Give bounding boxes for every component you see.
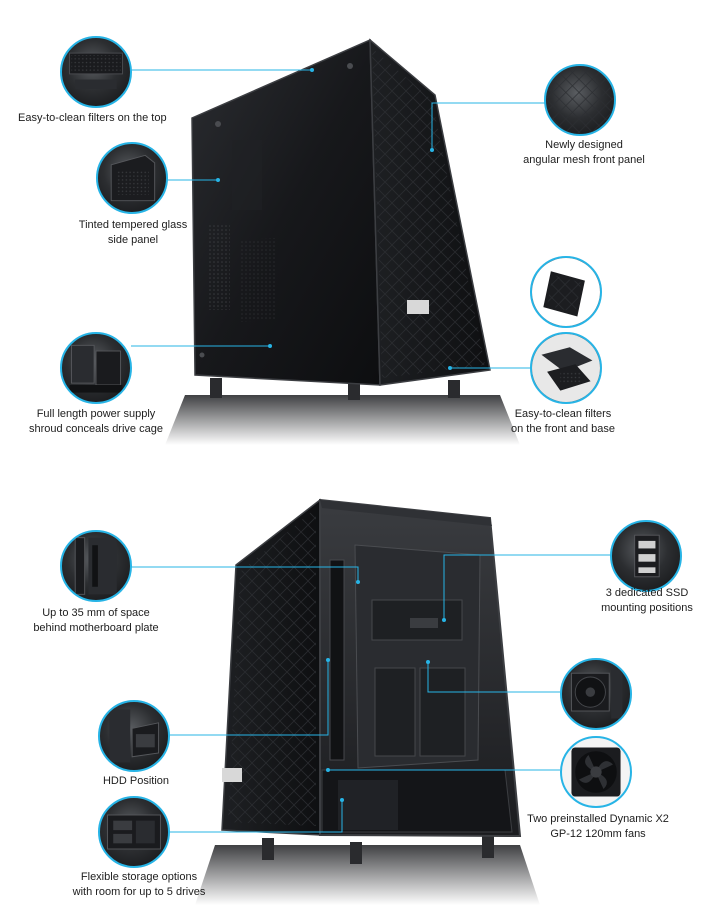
case-interior-view (195, 498, 540, 905)
ssd-mount-detail-thumbnail (610, 520, 682, 592)
caption-fans: Two preinstalled Dynamic X2 GP-12 120mm … (516, 812, 680, 842)
caption-front-base-filters: Easy-to-clean filters on the front and b… (500, 407, 626, 437)
caption-front-panel-line1: Newly designed (545, 139, 623, 151)
caption-ssd-positions-line1: 3 dedicated SSD (605, 587, 689, 599)
caption-cable-space-line2: behind motherboard plate (33, 622, 159, 634)
caption-glass-panel-line2: side panel (107, 234, 159, 246)
caption-storage-options-line1: Flexible storage options (80, 871, 198, 883)
caption-front-panel-line2: angular mesh front panel (523, 154, 645, 166)
caption-front-base-filters-line1: Easy-to-clean filters (514, 408, 612, 420)
fan-icon (560, 736, 632, 808)
caption-psu-shroud-line2: shroud conceals drive cage (29, 423, 163, 435)
caption-ssd-positions: 3 dedicated SSD mounting positions (592, 586, 702, 616)
caption-hdd-position-text: HDD Position (102, 775, 170, 787)
caption-top-filters-text: Easy-to-clean filters on the top (18, 112, 167, 124)
caption-cable-space: Up to 35 mm of space behind motherboard … (28, 606, 164, 636)
hdd-position-detail-thumbnail (98, 700, 170, 772)
psu-shroud-detail-thumbnail (60, 332, 132, 404)
caption-storage-options: Flexible storage options with room for u… (66, 870, 212, 900)
top-filter-detail-thumbnail (60, 36, 132, 108)
top-fan-detail-thumbnail (560, 658, 632, 730)
storage-options-detail-thumbnail (98, 796, 170, 868)
caption-hdd-position: HDD Position (98, 774, 174, 789)
caption-top-filters: Easy-to-clean filters on the top (18, 111, 167, 126)
front-filter-detail-thumbnail (530, 256, 602, 328)
cable-space-detail-thumbnail (60, 530, 132, 602)
leader-lines (130, 68, 612, 833)
caption-front-base-filters-line2: on the front and base (511, 423, 615, 435)
case-top-view (165, 38, 520, 445)
caption-fans-line2: GP-12 120mm fans (550, 828, 646, 840)
caption-storage-options-line2: with room for up to 5 drives (72, 886, 206, 898)
glass-panel-detail-thumbnail (96, 142, 168, 214)
caption-ssd-positions-line2: mounting positions (601, 602, 693, 614)
caption-front-panel: Newly designed angular mesh front panel (516, 138, 652, 168)
caption-psu-shroud-line1: Full length power supply (36, 408, 156, 420)
caption-glass-panel-line1: Tinted tempered glass (78, 219, 188, 231)
base-filter-detail-thumbnail (530, 332, 602, 404)
caption-cable-space-line1: Up to 35 mm of space (42, 607, 150, 619)
caption-fans-line1: Two preinstalled Dynamic X2 (527, 813, 669, 825)
caption-psu-shroud: Full length power supply shroud conceals… (22, 407, 170, 437)
caption-glass-panel: Tinted tempered glass side panel (72, 218, 194, 248)
mesh-front-detail-thumbnail (544, 64, 616, 136)
